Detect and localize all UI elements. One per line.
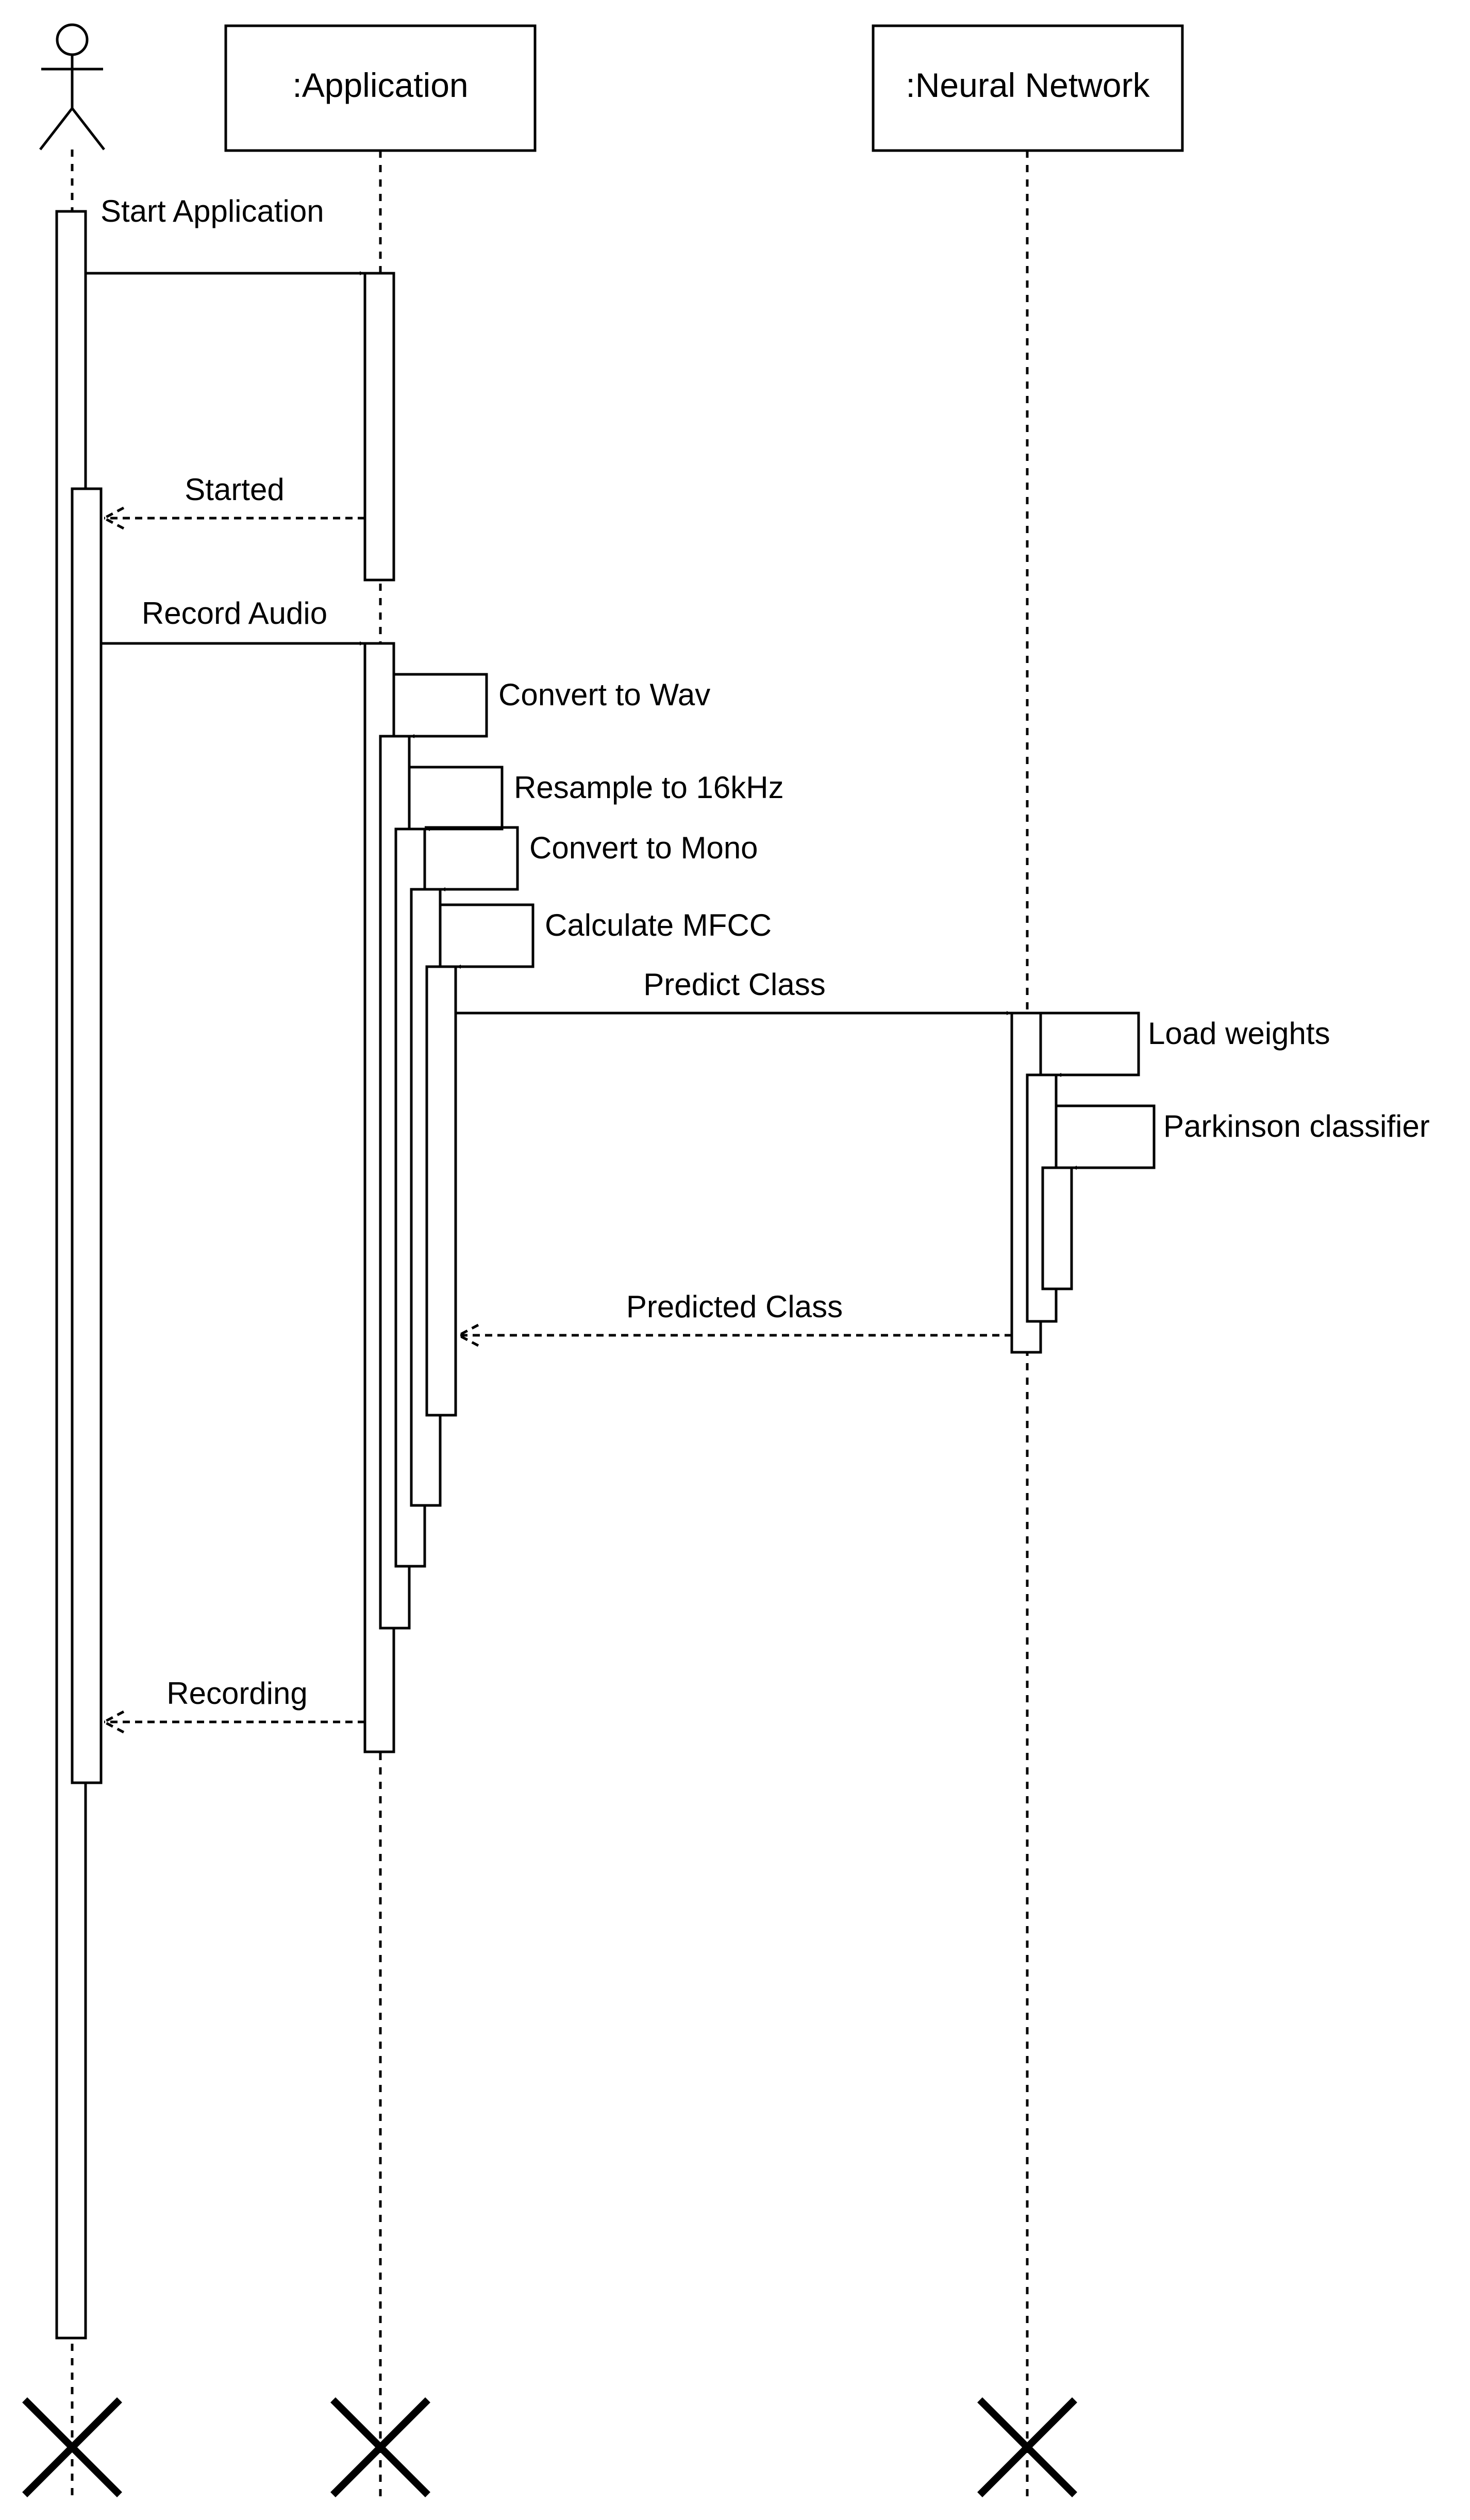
message-parkinson-classifier-label: Parkinson classifier xyxy=(1163,1109,1430,1143)
actor-user-icon xyxy=(39,23,105,151)
destroy-neural-network-icon xyxy=(977,2397,1077,2497)
activation-user-nested xyxy=(71,487,103,1784)
message-predict-class-label: Predict Class xyxy=(643,967,825,1002)
message-predicted-class-arrow xyxy=(456,1323,1012,1347)
message-calculate-mfcc-arrow xyxy=(440,903,534,969)
activation-app-mfcc xyxy=(425,965,457,1417)
participant-neural-network: :Neural Network xyxy=(872,24,1184,152)
message-convert-to-wav-label: Convert to Wav xyxy=(498,677,710,712)
destroy-user-icon xyxy=(22,2397,122,2497)
message-convert-to-mono-label: Convert to Mono xyxy=(529,831,758,865)
message-started-label: Started xyxy=(185,472,284,507)
participant-application: :Application xyxy=(224,24,537,152)
message-recording-label: Recording xyxy=(166,1676,308,1711)
activation-nn-classifier xyxy=(1041,1166,1073,1290)
message-load-weights-arrow xyxy=(1041,1012,1140,1077)
message-resample-to-16khz-label: Resample to 16kHz xyxy=(514,770,784,805)
message-load-weights-label: Load weights xyxy=(1148,1016,1330,1051)
message-start-application-label: Start Application xyxy=(101,194,324,228)
message-record-audio-label: Record Audio xyxy=(142,596,327,631)
message-calculate-mfcc-label: Calculate MFCC xyxy=(545,908,772,942)
destroy-application-icon xyxy=(330,2397,430,2497)
participant-application-label: :Application xyxy=(292,66,468,104)
message-parkinson-classifier-arrow xyxy=(1056,1104,1156,1170)
participant-neural-network-label: :Neural Network xyxy=(906,66,1150,104)
activation-app-start xyxy=(363,272,395,582)
message-resample-to-16khz-arrow xyxy=(409,766,504,831)
message-convert-to-wav-arrow xyxy=(394,673,488,738)
message-started-arrow xyxy=(101,506,365,530)
message-recording-arrow xyxy=(101,1710,365,1734)
message-convert-to-mono-arrow xyxy=(425,826,519,891)
message-predicted-class-label: Predicted Class xyxy=(626,1289,843,1324)
